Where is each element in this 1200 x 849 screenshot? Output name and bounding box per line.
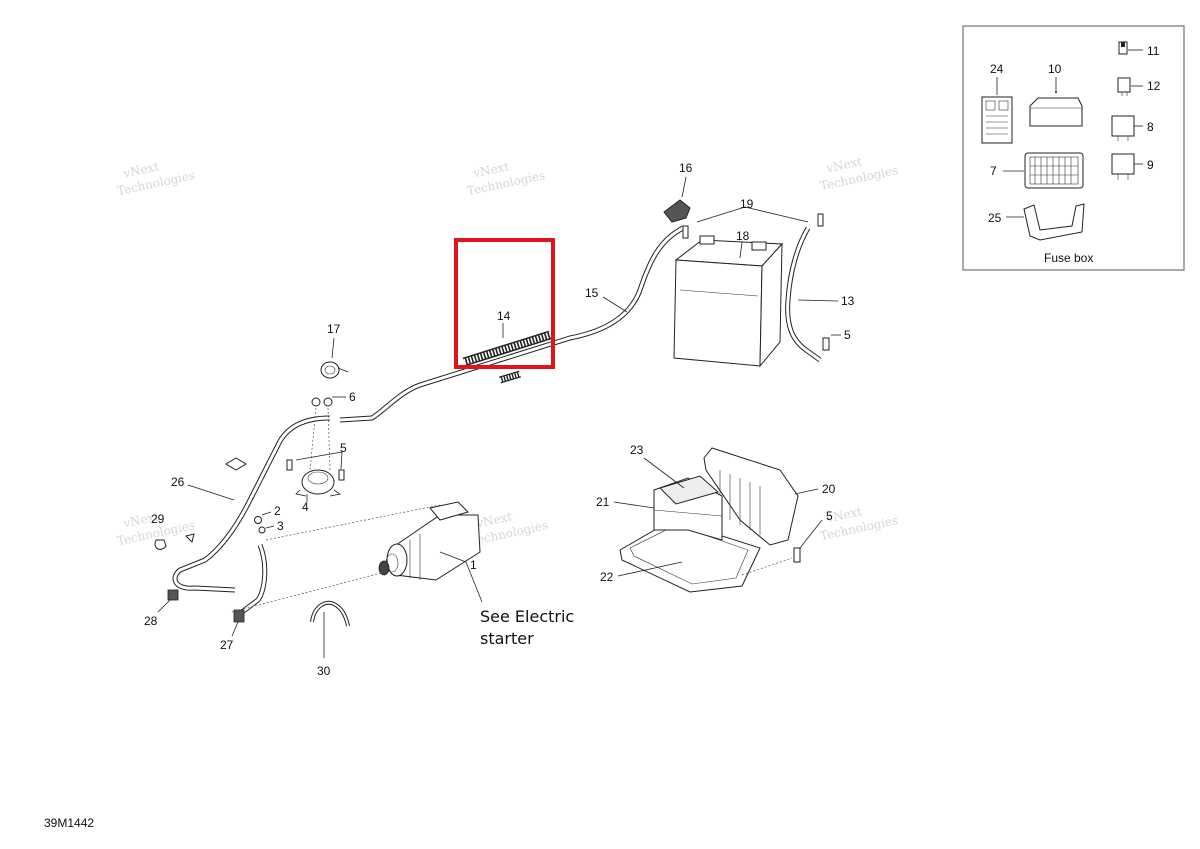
callout-17: 17 xyxy=(327,322,341,336)
callout-1: 1 xyxy=(470,558,477,572)
terminal-cap-16[interactable] xyxy=(663,199,691,223)
battery-18[interactable] xyxy=(673,235,784,368)
bolt-5-tray[interactable] xyxy=(793,547,801,563)
fuse-box-base-7[interactable] xyxy=(1024,152,1084,189)
callout-12: 12 xyxy=(1147,79,1161,93)
callout-18: 18 xyxy=(736,229,750,243)
callout-4: 4 xyxy=(302,500,309,514)
callout-19: 19 xyxy=(740,197,754,211)
callout-16: 16 xyxy=(679,161,693,175)
fuse-box-bracket-25[interactable] xyxy=(1023,203,1085,241)
callout-25: 25 xyxy=(988,211,1002,225)
relay-8[interactable] xyxy=(1111,115,1135,141)
fuse-box-cover-10[interactable] xyxy=(1029,91,1083,127)
fuse-11[interactable] xyxy=(1118,41,1128,55)
callout-5a: 5 xyxy=(844,328,851,342)
callout-26: 26 xyxy=(171,475,185,489)
bolt-5-battery[interactable] xyxy=(822,337,830,351)
bolt-5-solenoid-a[interactable] xyxy=(286,459,293,471)
callout-3: 3 xyxy=(277,519,284,533)
callout-9: 9 xyxy=(1147,158,1154,172)
cable-27[interactable] xyxy=(240,544,268,614)
callout-5c: 5 xyxy=(826,509,833,523)
bolt-19b[interactable] xyxy=(817,213,824,227)
nut-6a[interactable] xyxy=(311,397,321,407)
electric-starter-1[interactable] xyxy=(378,501,481,581)
callout-14: 14 xyxy=(497,309,511,323)
callout-21: 21 xyxy=(596,495,610,509)
callout-30: 30 xyxy=(317,664,331,678)
nut-6b[interactable] xyxy=(323,397,333,407)
nut-2[interactable] xyxy=(254,516,262,524)
callout-28: 28 xyxy=(144,614,158,628)
positive-cable-15[interactable] xyxy=(339,225,685,423)
corrugated-conduit-14[interactable] xyxy=(462,330,552,384)
clip-26-bracket[interactable] xyxy=(225,457,247,471)
highlight-box xyxy=(454,238,555,369)
battery-strap-23[interactable] xyxy=(659,475,720,505)
callout-7: 7 xyxy=(990,164,997,178)
callout-22: 22 xyxy=(600,570,614,584)
bolt-19a[interactable] xyxy=(682,225,689,239)
callout-20: 20 xyxy=(822,482,836,496)
bolt-5-solenoid-b[interactable] xyxy=(338,469,345,481)
washer-3[interactable] xyxy=(258,526,266,534)
callout-13: 13 xyxy=(841,294,855,308)
connector-28[interactable] xyxy=(167,589,179,601)
clamp-29[interactable] xyxy=(154,533,195,550)
see-electric-starter-note-line2: starter xyxy=(480,629,534,648)
ground-strap-30[interactable] xyxy=(310,600,350,627)
starter-solenoid-4[interactable] xyxy=(295,469,342,497)
fuse-box-inset: 24 10 7 11 xyxy=(962,25,1185,271)
callout-5b: 5 xyxy=(340,441,347,455)
solenoid-cap-17[interactable] xyxy=(320,361,349,379)
fuse-12[interactable] xyxy=(1117,77,1131,96)
callout-23: 23 xyxy=(630,443,644,457)
connector-27[interactable] xyxy=(233,609,245,623)
cable-26[interactable] xyxy=(172,415,331,593)
negative-cable-13[interactable] xyxy=(785,226,822,363)
callout-2: 2 xyxy=(274,504,281,518)
callout-15: 15 xyxy=(585,286,599,300)
callout-11: 11 xyxy=(1147,44,1160,58)
callout-24: 24 xyxy=(990,62,1004,76)
callout-29: 29 xyxy=(151,512,165,526)
see-electric-starter-note-line1: See Electric xyxy=(480,607,574,626)
callout-10: 10 xyxy=(1048,62,1062,76)
callout-6: 6 xyxy=(349,390,356,404)
inset-caption: Fuse box xyxy=(1044,251,1093,265)
fuse-panel-24[interactable] xyxy=(981,96,1013,144)
drawing-code: 39M1442 xyxy=(44,816,94,830)
callout-27: 27 xyxy=(220,638,234,652)
callout-8: 8 xyxy=(1147,120,1154,134)
